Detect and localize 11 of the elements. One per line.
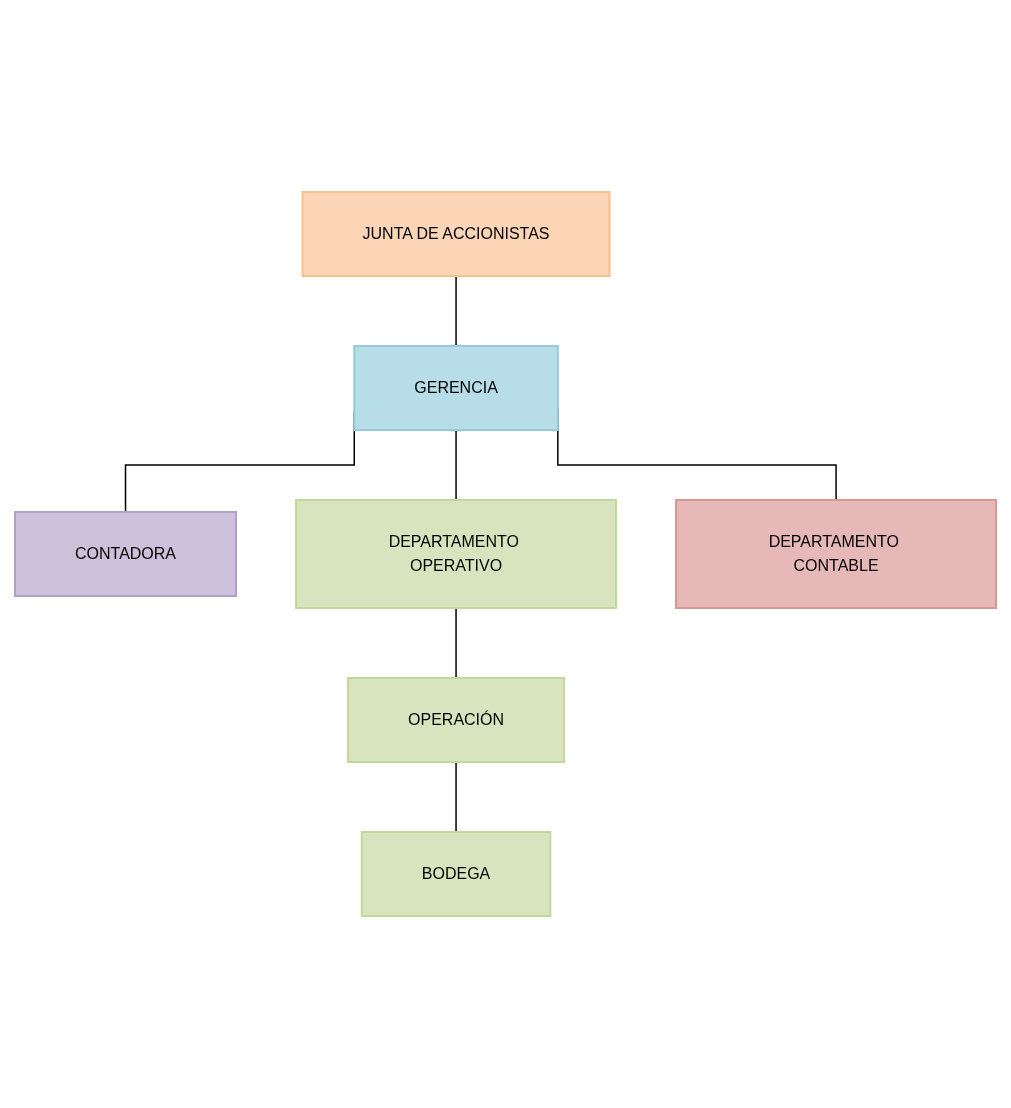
- connector: [455, 761, 457, 833]
- node-box: JUNTA DE ACCIONISTAS: [301, 191, 611, 277]
- connector: [455, 275, 457, 347]
- node-box: DEPARTAMENTO CONTABLE: [675, 499, 997, 609]
- node-box: GERENCIA: [353, 345, 559, 431]
- node-box: BODEGA: [360, 831, 552, 917]
- connector: [455, 607, 457, 679]
- node-box: DEPARTAMENTO OPERATIVO: [295, 499, 617, 609]
- node-box: CONTADORA: [13, 511, 237, 597]
- node-box: OPERACIÓN: [347, 677, 565, 763]
- connector: [455, 429, 457, 501]
